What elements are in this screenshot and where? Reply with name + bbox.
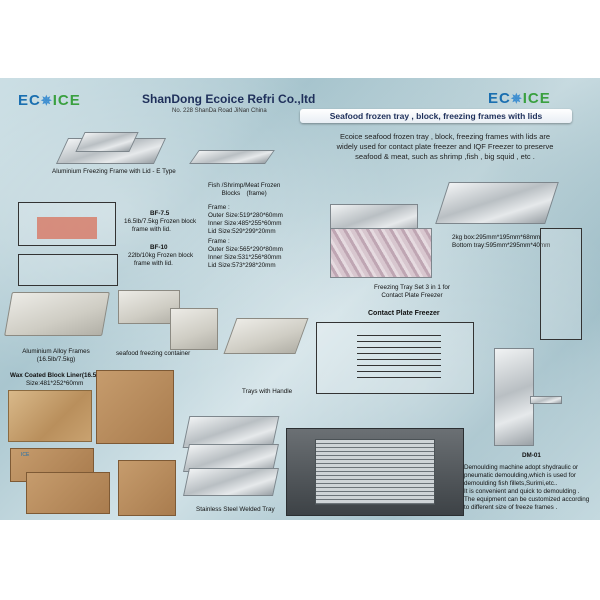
caption-line: Fish /Shrimp/Meat Frozen <box>208 182 281 189</box>
desc-line: It is convenient and quick to demoulding… <box>464 488 580 495</box>
ecoice-logo-right: EC✵ICE <box>488 90 551 107</box>
plate-freezer-photo <box>286 428 464 516</box>
intro-line: seafood & meat, such as shrimp ,fish , b… <box>355 152 535 161</box>
spec-line: Inner Size:485*255*60mm <box>208 220 282 227</box>
bf10-frame-specs: Frame : Outer Size:565*290*80mm Inner Si… <box>208 238 283 270</box>
desc-line: demoulding fish fillets,Surimi,etc.. <box>464 480 558 487</box>
caption-line: 16.5lb/7.5kg Frozen block <box>124 218 197 225</box>
page-title-banner: Seafood frozen tray , block, freezing fr… <box>300 109 572 123</box>
wax-liner-image <box>8 390 92 442</box>
box-tray-image <box>435 182 559 224</box>
snowflake-icon: ✵ <box>510 91 523 106</box>
caption-line: 22lb/10kg Frozen block <box>128 252 194 259</box>
contact-freezer-drawing <box>316 322 474 394</box>
logo-text: EC <box>488 90 511 107</box>
caption-box-sizes: 2kg box:295mm*195mm*68mm Bottom tray:595… <box>452 234 550 250</box>
steel-tray-image <box>183 468 279 496</box>
caption-steel-tray: Stainless Steel Welded Tray <box>196 506 275 513</box>
spec-line: Outer Size:519*280*60mm <box>208 212 283 219</box>
bf10-drawing <box>18 254 118 286</box>
caption-tray-set: Freezing Tray Set 3 in 1 for Contact Pla… <box>374 284 450 300</box>
freezer-plates <box>357 335 441 379</box>
intro-line: widely used for contact plate freezer an… <box>336 142 554 151</box>
frame-lid-image <box>75 132 139 152</box>
demould-machine-arm <box>530 396 562 404</box>
snowflake-icon: ✵ <box>40 93 53 108</box>
spec-line: Outer Size:565*290*80mm <box>208 246 283 253</box>
caption-alu-frames: Aluminium Alloy Frames (16.5lb/7.5kg) <box>6 348 106 364</box>
caption-line: Freezing Tray Set 3 in 1 for <box>374 284 450 291</box>
wax-liner-size: Size:481*252*60mm <box>26 380 84 387</box>
container-image <box>118 290 180 324</box>
logo-text: EC <box>18 92 41 109</box>
contact-freezer-title: Contact Plate Freezer <box>368 310 440 317</box>
bf75-drawing <box>18 202 116 246</box>
caption-line: frame with lid. <box>134 260 173 267</box>
kraft-liner-image <box>26 472 110 514</box>
liner-logo-text: ICE <box>21 452 30 458</box>
caption-trays-handle: Trays with Handle <box>242 388 293 395</box>
wax-liner-title: Wax Coated Block Liner(16.5lb/7.5kg) <box>10 372 122 379</box>
bf10-description: 22lb/10kg Frozen block frame with lid. <box>128 252 193 268</box>
desc-line: to different size of freeze frames . <box>464 504 558 511</box>
caption-frame-lid: Aluminium Freezing Frame with Lid - E Ty… <box>52 168 176 175</box>
tray-with-fish-image <box>330 228 432 278</box>
dm01-label: DM-01 <box>522 452 541 459</box>
fish-block-frame-image <box>189 150 275 164</box>
bf75-block <box>37 217 97 239</box>
spec-line: Frame : <box>208 204 230 211</box>
caption-line: (16.5lb/7.5kg) <box>36 356 76 363</box>
demould-description: Demoulding machine adopt shydraulic or p… <box>464 464 600 512</box>
box-rack-drawing <box>540 228 582 340</box>
caption-seafood-container: seafood freezing container <box>116 350 191 357</box>
caption-line: 2kg box:295mm*195mm*68mm <box>452 234 541 241</box>
demould-machine-image <box>494 348 534 446</box>
kraft-box-image <box>96 370 174 444</box>
spec-line: Lid Size:529*299*20mm <box>208 228 276 235</box>
kraft-liner-image <box>118 460 176 516</box>
desc-line: pneumatic demoulding,which is used for <box>464 472 577 479</box>
intro-line: Ecoice seafood frozen tray , block, free… <box>339 132 551 141</box>
company-address: No. 228 ShanDa Road JiNan China <box>172 108 267 114</box>
ecoice-logo-left: EC✵ICE <box>18 92 81 109</box>
spec-line: Lid Size:573*298*20mm <box>208 262 276 269</box>
logo-text: ICE <box>522 90 551 107</box>
spec-line: Frame : <box>208 238 230 245</box>
desc-line: Demoulding machine adopt shydraulic or <box>464 464 579 471</box>
freezer-plate-stack <box>315 439 435 505</box>
caption-fish-blocks: Fish /Shrimp/Meat Frozen Blocks (frame) <box>208 182 280 198</box>
container-image <box>170 308 218 350</box>
handle-tray-image <box>223 318 309 354</box>
bf75-frame-specs: Frame : Outer Size:519*280*60mm Inner Si… <box>208 204 283 236</box>
brochure-sheet: EC✵ICE ShanDong Ecoice Refri Co.,ltd No.… <box>0 78 600 520</box>
caption-line: Contact Plate Freezer <box>381 292 443 299</box>
alu-frames-image <box>4 292 110 336</box>
bf10-code: BF-10 <box>150 244 168 251</box>
bf75-description: 16.5lb/7.5kg Frozen block frame with lid… <box>124 218 196 234</box>
caption-line: Aluminium Alloy Frames <box>22 348 90 355</box>
caption-line: frame with lid. <box>132 226 171 233</box>
bf75-code: BF-7.5 <box>150 210 170 217</box>
caption-line: Bottom tray:595mm*295mm*40mm <box>452 242 551 249</box>
logo-text: ICE <box>52 92 81 109</box>
company-name: ShanDong Ecoice Refri Co.,ltd <box>142 92 316 106</box>
caption-line: Blocks (frame) <box>221 190 267 197</box>
intro-text: Ecoice seafood frozen tray , block, free… <box>300 132 590 162</box>
spec-line: Inner Size:531*256*80mm <box>208 254 282 261</box>
desc-line: The equipment can be customized accordin… <box>464 496 590 503</box>
